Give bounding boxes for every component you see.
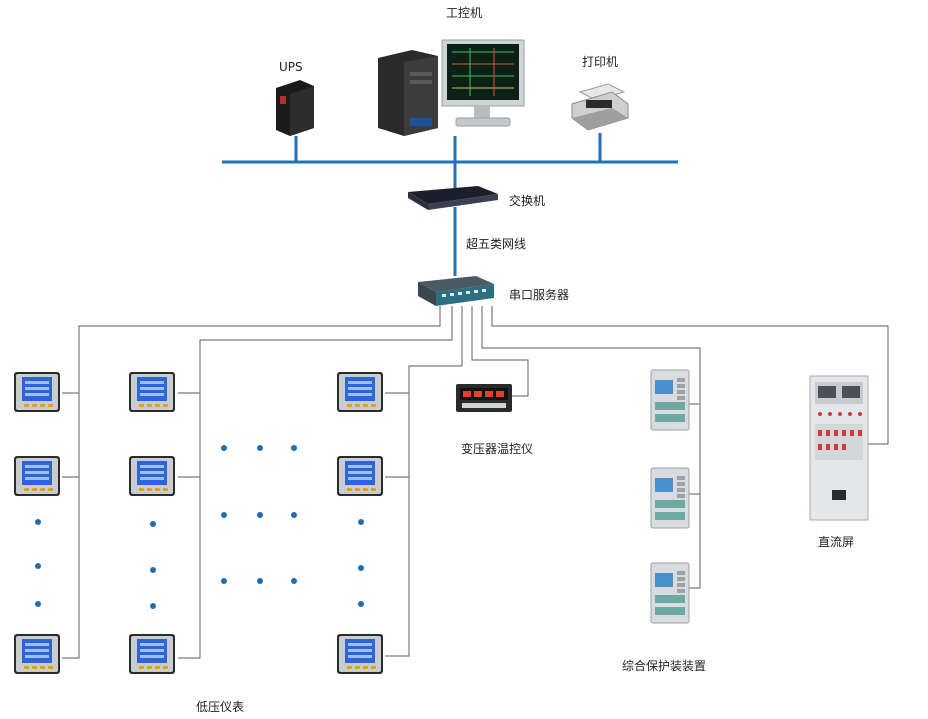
transformer-temp-controller-icon [456,384,512,412]
low-voltage-meter [14,634,60,674]
ellipsis-dots [35,445,364,609]
dc-panel-icon [809,375,869,521]
low-voltage-meter [14,372,60,412]
serial-server-label: 串口服务器 [509,287,569,302]
printer-icon [571,83,629,131]
low-voltage-meter [129,372,175,412]
low-voltage-meter [337,634,383,674]
low-voltage-meter [129,634,175,674]
rs485-wiring [62,306,889,659]
serial-server-icon [418,276,494,306]
industrial-pc-icon [378,39,525,136]
low-voltage-meter [337,456,383,496]
switch-label: 交换机 [509,193,545,208]
protection-device [650,369,690,431]
cable-label: 超五类网线 [466,236,526,251]
printer-label: 打印机 [582,55,618,69]
dc-panel-label: 直流屏 [818,535,854,549]
low-voltage-meters-label: 低压仪表 [196,700,244,714]
low-voltage-meter [14,456,60,496]
protection-device [650,467,690,529]
transformer-temp-label: 变压器温控仪 [461,441,533,456]
low-voltage-meter [129,456,175,496]
switch-icon [408,186,498,210]
ups-icon [276,80,314,136]
industrial-pc-label: 工控机 [446,6,482,20]
ups-label: UPS [279,60,303,74]
low-voltage-meter [337,372,383,412]
protection-device [650,562,690,624]
protection-devices-label: 综合保护装装置 [622,658,706,673]
